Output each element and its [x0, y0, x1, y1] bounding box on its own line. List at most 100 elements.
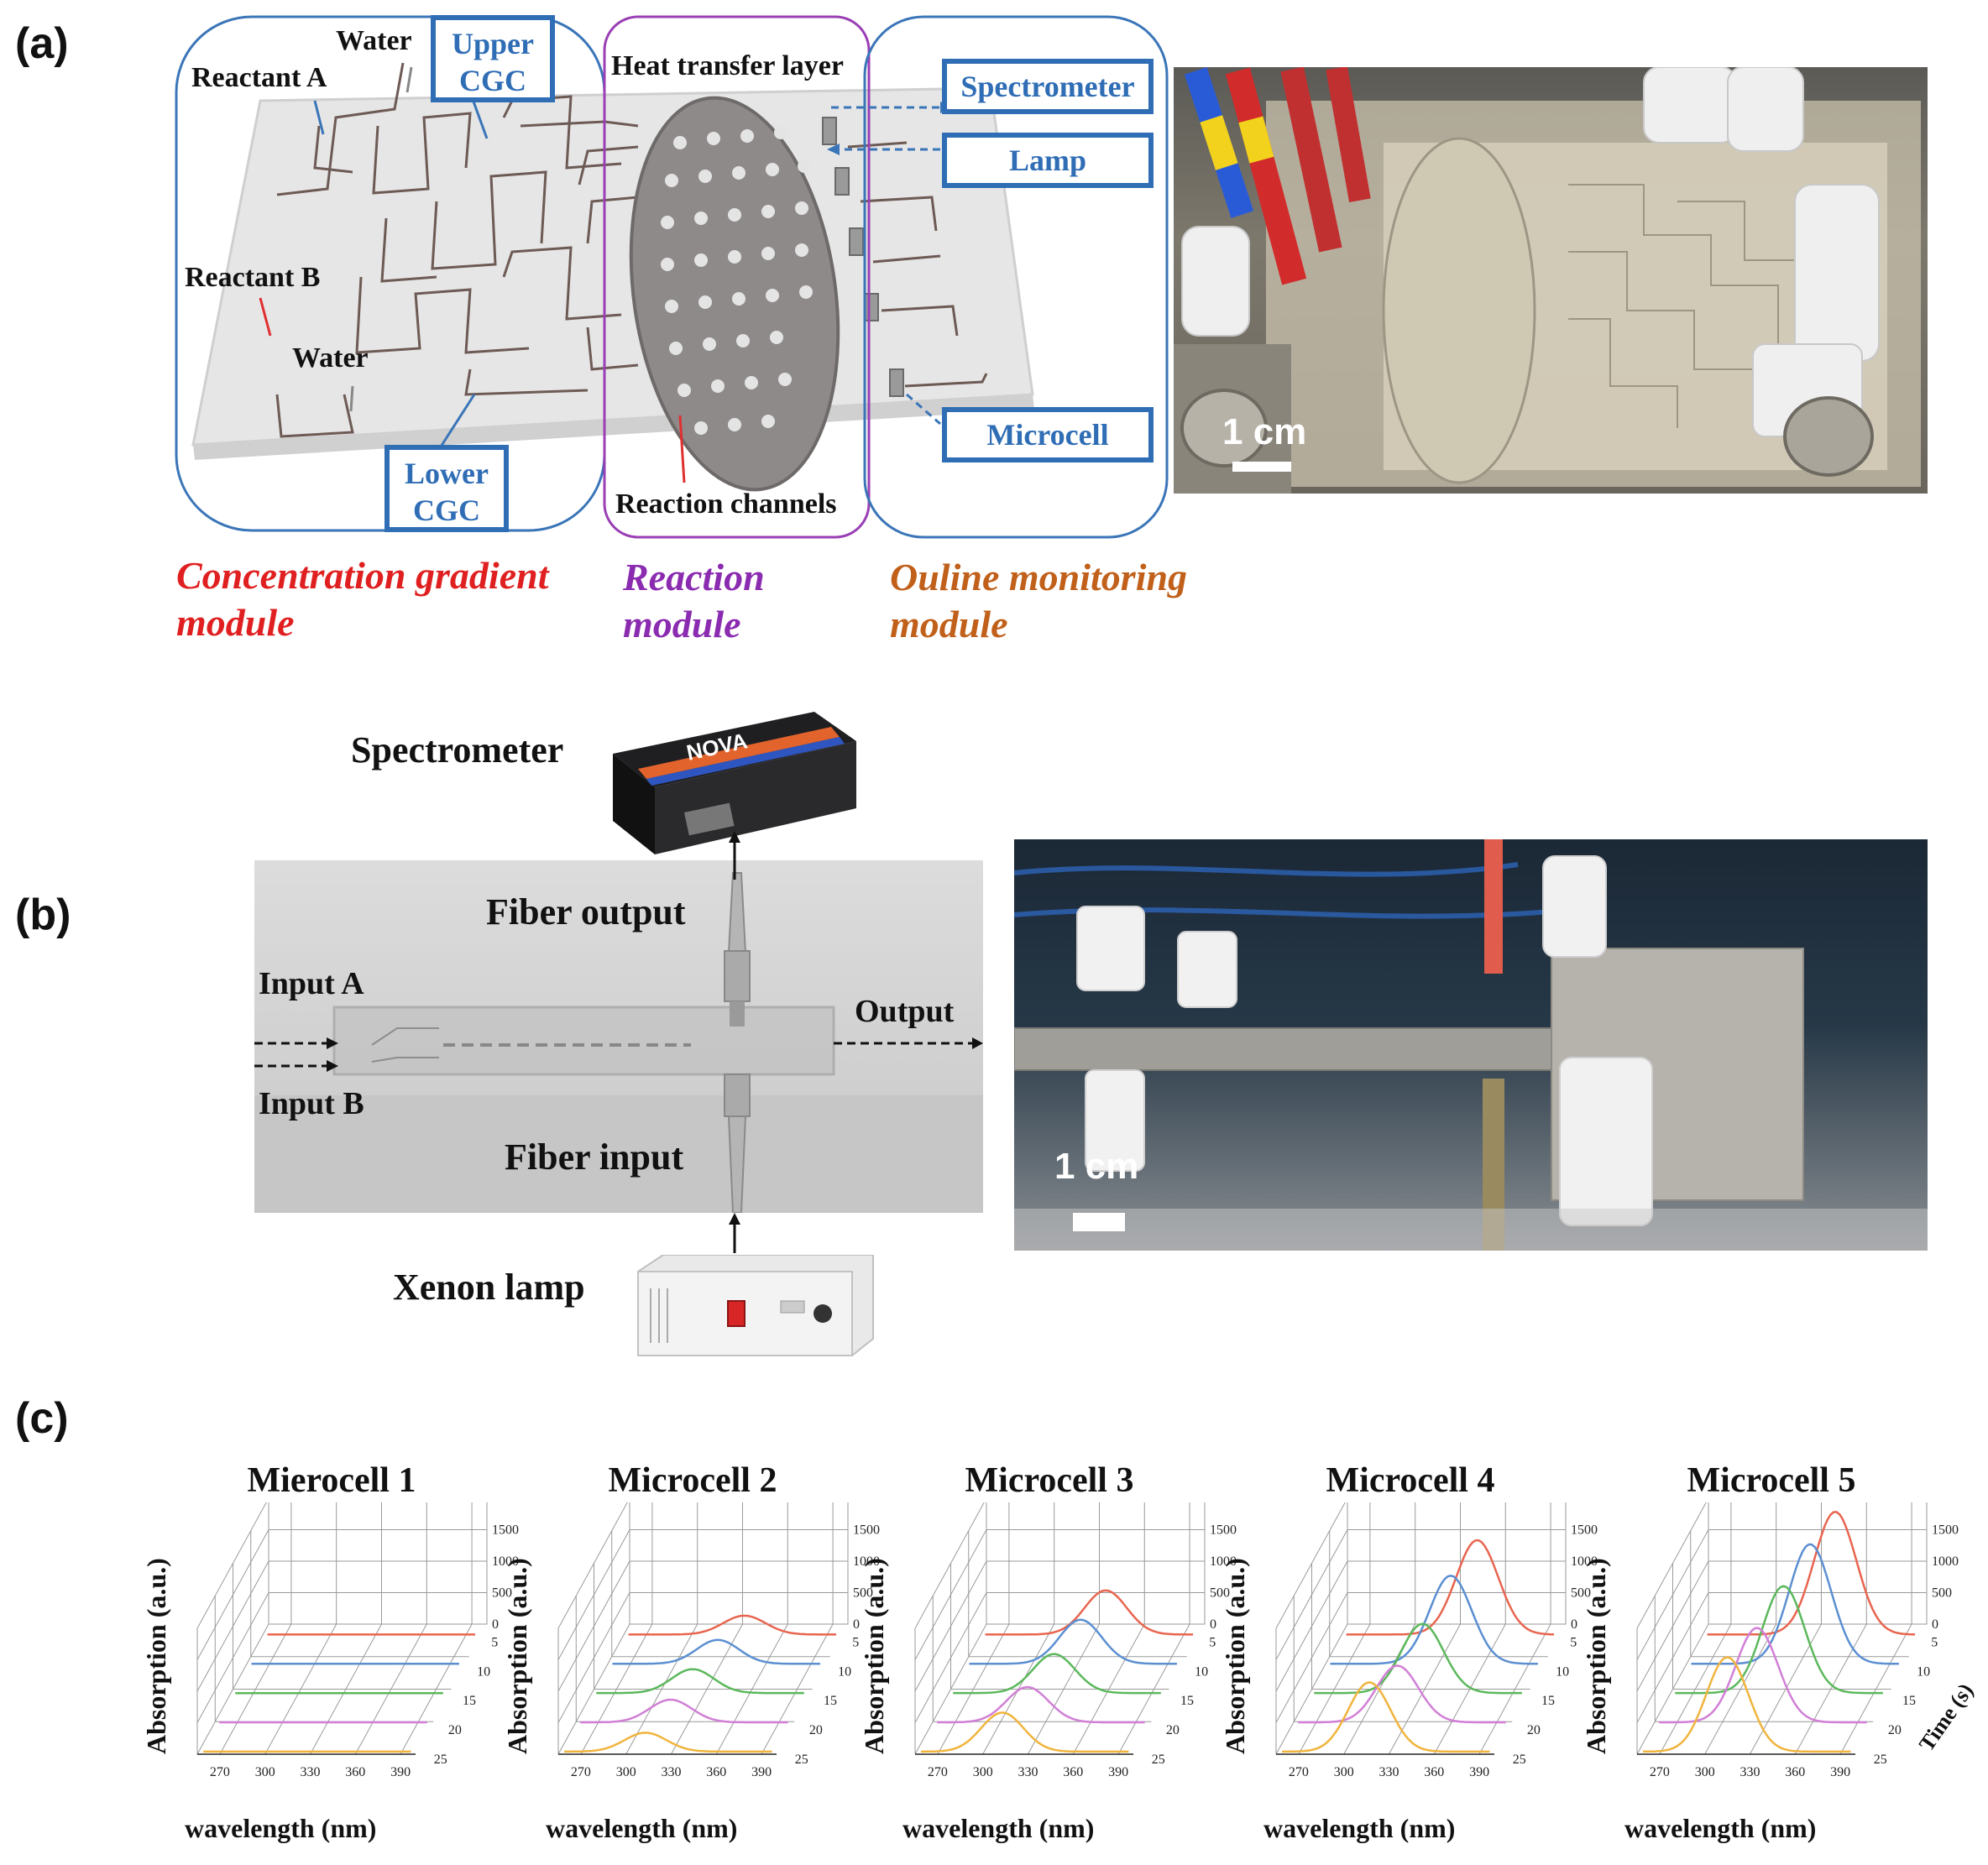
back-wall [629, 1502, 849, 1625]
grid-line [1478, 1623, 1551, 1755]
x-tick-label: 330 [1379, 1765, 1399, 1779]
time-tick-label: 5 [1209, 1635, 1216, 1649]
grid-line [400, 1623, 473, 1755]
x-axis-label: wavelength (nm) [1624, 1813, 1817, 1843]
online-module-label: Ouline monitoring module [890, 554, 1187, 648]
series-line-15 [1314, 1622, 1522, 1695]
syringes [1184, 67, 1371, 285]
series-line-5 [1346, 1538, 1555, 1636]
time-tick-label: 25 [1513, 1753, 1526, 1767]
x-tick-label: 330 [300, 1765, 320, 1779]
reaction-channels-arrow [678, 415, 686, 483]
y-tick-label: 2000 [853, 1502, 880, 1506]
time-tick-label: 25 [434, 1753, 447, 1767]
panel-c-label: (c) [15, 1394, 69, 1443]
series-line-25 [564, 1732, 772, 1753]
x-tick-label: 330 [1740, 1765, 1760, 1779]
lower-cgc-line1: Lower [405, 457, 489, 490]
back-wall [1347, 1502, 1567, 1625]
y-tick-label: 500 [1571, 1586, 1591, 1601]
y-tick-label: 0 [1210, 1617, 1216, 1632]
device-photo-a-art [1174, 67, 1921, 494]
time-tick-label: 10 [477, 1664, 490, 1679]
online-module-line1: Ouline monitoring [890, 556, 1188, 598]
series-line-25 [1643, 1656, 1851, 1753]
chart-title: Mierocell 1 [247, 1461, 416, 1500]
series-line-20 [1298, 1664, 1506, 1724]
heat-transfer-label: Heat transfer layer [611, 50, 844, 81]
x-tick-label: 300 [255, 1765, 275, 1779]
time-tick-label: 15 [463, 1694, 476, 1708]
upper-cgc-line2: CGC [459, 64, 526, 97]
x-tick-label: 360 [706, 1765, 726, 1779]
chart-frame [914, 1502, 1206, 1755]
back-wall [268, 1502, 488, 1625]
grid-line [1117, 1623, 1190, 1755]
time-tick-label: 25 [1874, 1753, 1887, 1767]
waterfall-chart-1: Mierocell 127030033036039005001000150020… [134, 1460, 529, 1855]
grid-line [715, 1623, 788, 1755]
xenon-lamp-label: Xenon lamp [393, 1267, 585, 1308]
spectrometer-label-b: Spectrometer [351, 729, 564, 771]
y-tick-label: 1500 [1932, 1523, 1959, 1538]
microcell-render: Fiber output Input A Output Input B Fibe… [254, 860, 983, 1214]
reactant-a-label: Reactant A [191, 62, 327, 93]
chart-title: Microcell 2 [608, 1461, 777, 1500]
x-tick-label: 270 [1289, 1765, 1309, 1779]
lamp-box: Lamp [942, 133, 1154, 188]
grid-line [264, 1623, 337, 1755]
y-tick-label: 500 [1932, 1586, 1952, 1601]
time-tick-label: 10 [1917, 1664, 1930, 1679]
time-tick-label: 15 [824, 1694, 837, 1708]
reaction-module-label: Reaction module [623, 554, 765, 648]
microcell-render-art [254, 872, 983, 1214]
grid-line [1704, 1623, 1777, 1755]
x-axis-label: wavelength (nm) [546, 1813, 738, 1843]
time-tick-label: 10 [1556, 1664, 1569, 1679]
y-tick-label: 1000 [1210, 1554, 1237, 1569]
time-tick-label: 10 [838, 1664, 851, 1679]
series-line-20 [937, 1685, 1145, 1724]
y-tick-label: 1500 [1571, 1523, 1598, 1538]
y-axis-label: Absorption (a.u.) [859, 1558, 889, 1754]
reaction-module-line2: module [623, 603, 741, 645]
time-tick-label: 15 [1541, 1694, 1555, 1708]
chart-frame [1636, 1502, 1928, 1755]
microcell-box: Microcell [942, 407, 1154, 462]
series-line-10 [1330, 1575, 1538, 1665]
grid-line [937, 1623, 1010, 1755]
grid-line [625, 1623, 698, 1755]
grid-line [1839, 1623, 1912, 1755]
x-tick-label: 300 [616, 1765, 636, 1779]
y-tick-label: 2000 [1210, 1502, 1237, 1506]
y-tick-label: 1500 [492, 1523, 519, 1538]
online-module-outline [863, 15, 1169, 539]
reaction-channels-label: Reaction channels [615, 488, 837, 520]
x-axis-label: wavelength (nm) [1263, 1813, 1456, 1843]
x-tick-label: 390 [1108, 1765, 1128, 1779]
y-tick-label: 0 [1932, 1617, 1938, 1632]
back-wall [1708, 1502, 1928, 1625]
y-axis-label: Absorption (a.u.) [1581, 1558, 1611, 1754]
x-axis-label: wavelength (nm) [185, 1813, 377, 1843]
series-line-15 [953, 1653, 1161, 1695]
chart-plot: 2703003303603900500100015002000510152025 [557, 1502, 880, 1779]
back-wall [986, 1502, 1206, 1625]
x-axis-label: wavelength (nm) [902, 1813, 1095, 1843]
y-tick-label: 2000 [1571, 1502, 1598, 1506]
scale-label-b: 1 cm [1054, 1146, 1139, 1187]
grid-line [1433, 1623, 1506, 1755]
x-tick-label: 390 [390, 1765, 411, 1779]
y-tick-label: 500 [492, 1586, 512, 1601]
x-tick-label: 300 [973, 1765, 993, 1779]
y-tick-label: 500 [853, 1586, 873, 1601]
chart-plot: 2703003303603900500100015002000510152025 [1636, 1502, 1959, 1779]
y-tick-label: 2000 [492, 1502, 519, 1506]
x-tick-label: 360 [1785, 1765, 1805, 1779]
x-tick-label: 390 [1830, 1765, 1850, 1779]
reaction-module-outline [603, 15, 871, 539]
waterfall-chart-2: Microcell 227030033036039005001000150020… [495, 1460, 890, 1855]
waterfall-chart-5: Microcell 527030033036039005001000150020… [1574, 1460, 1978, 1855]
panel-b-label: (b) [15, 891, 71, 939]
chart-plot: 2703003303603900500100015002000510152025 [196, 1502, 519, 1779]
